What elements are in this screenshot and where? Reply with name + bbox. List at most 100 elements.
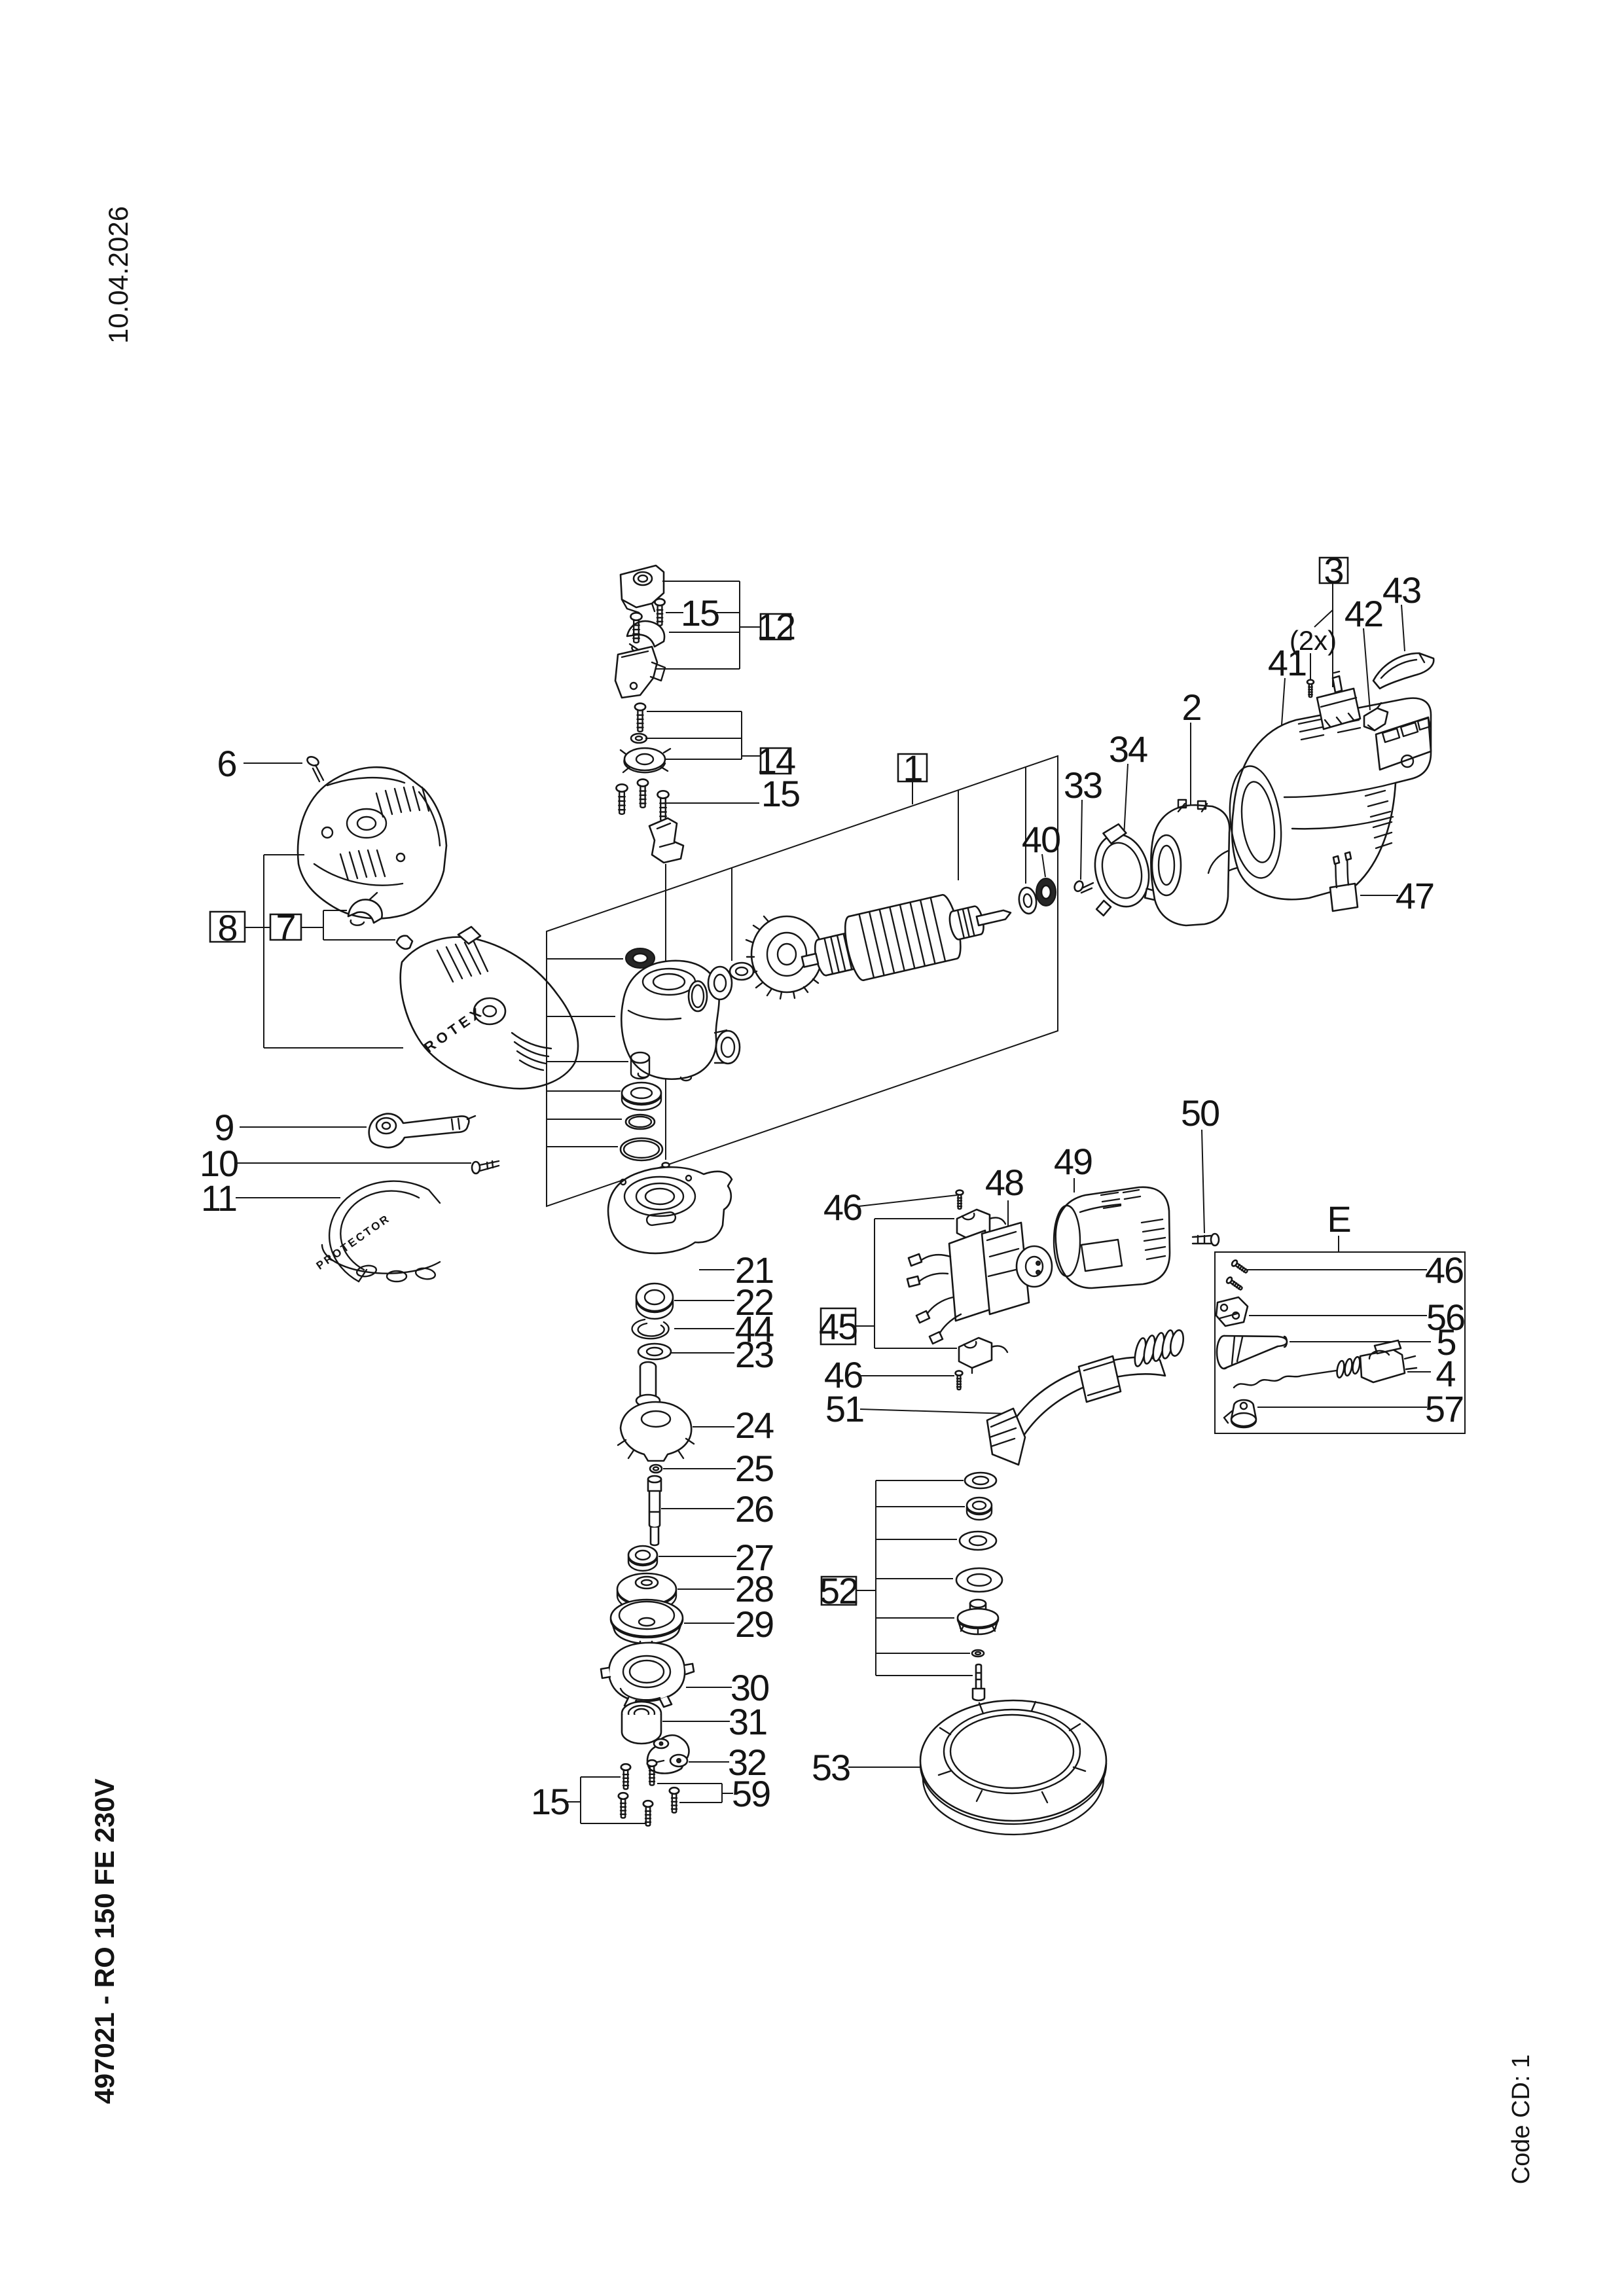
part-44-circlip bbox=[632, 1319, 669, 1338]
part-label-53: 53 bbox=[812, 1747, 850, 1788]
part-48-electronics bbox=[907, 1223, 1052, 1344]
part-label-e-46: 46 bbox=[1425, 1249, 1463, 1291]
part-1-seal-set bbox=[689, 963, 753, 1011]
group-52-leaders bbox=[856, 1480, 973, 1676]
part-41-motor-housing bbox=[1224, 698, 1431, 900]
part-label-51: 51 bbox=[825, 1388, 863, 1429]
group-12-parts bbox=[615, 565, 665, 698]
page-title: 497021 - RO 150 FE 230V bbox=[89, 1778, 120, 2104]
part-30-bearing-flange bbox=[601, 1643, 694, 1708]
part-label-49: 49 bbox=[1054, 1141, 1092, 1182]
part-52-washer-3 bbox=[956, 1568, 1002, 1592]
leader-34 bbox=[1124, 764, 1128, 836]
group-box-14: 14 bbox=[757, 740, 797, 781]
group-59-15-leaders bbox=[564, 1777, 733, 1823]
part-label-10: 10 bbox=[200, 1143, 238, 1184]
part-22-bearing bbox=[636, 1283, 673, 1319]
part-label-40: 40 bbox=[1022, 819, 1060, 860]
part-34-baffle bbox=[1078, 819, 1160, 916]
part-label-48: 48 bbox=[985, 1162, 1023, 1203]
part-label-34: 34 bbox=[1109, 728, 1147, 770]
part-label-6: 6 bbox=[217, 743, 236, 784]
leader-42 bbox=[1363, 628, 1370, 710]
part-label-44: 44 bbox=[735, 1308, 774, 1350]
cap-vents bbox=[1101, 1190, 1165, 1259]
part-label-27: 27 bbox=[735, 1537, 773, 1578]
group-box-45: 45 bbox=[819, 1306, 858, 1347]
part-label-33: 33 bbox=[1064, 764, 1102, 806]
leader-43 bbox=[1401, 605, 1405, 651]
group-box-7: 7 bbox=[270, 906, 301, 948]
leader-2x bbox=[1310, 610, 1333, 679]
leader-46a bbox=[859, 1195, 957, 1206]
group-15-screws bbox=[615, 778, 670, 822]
part-label-9: 9 bbox=[214, 1107, 233, 1148]
part-label-2: 2 bbox=[1182, 687, 1200, 728]
part-e-screws bbox=[1225, 1259, 1250, 1293]
part-upper-housing bbox=[298, 767, 446, 918]
part-label-50: 50 bbox=[1181, 1092, 1219, 1134]
part-label-11: 11 bbox=[201, 1177, 236, 1219]
part-10-screw bbox=[472, 1161, 499, 1174]
part-57-grommet bbox=[1224, 1400, 1256, 1427]
leader-33 bbox=[1081, 800, 1082, 880]
part-1-o-ring bbox=[621, 1138, 662, 1160]
part-label-26: 26 bbox=[735, 1488, 773, 1530]
part-27-bearing bbox=[628, 1546, 657, 1571]
part-52-bearing bbox=[967, 1498, 992, 1520]
part-label-15-mid: 15 bbox=[761, 773, 799, 814]
part-31-bearing-sleeve bbox=[622, 1702, 661, 1744]
part-label-21: 21 bbox=[735, 1249, 773, 1291]
group-box-12: 12 bbox=[757, 606, 796, 647]
page-code: Code CD: 1 bbox=[1507, 2054, 1535, 2185]
part-label-4: 4 bbox=[1435, 1353, 1455, 1394]
part-label-41: 41 bbox=[1268, 642, 1306, 683]
part-21-bearing-housing bbox=[608, 1167, 732, 1253]
part-52-hub bbox=[958, 1600, 998, 1634]
part-51-duct bbox=[987, 1329, 1185, 1465]
part-label-28: 28 bbox=[735, 1568, 773, 1609]
part-label-30: 30 bbox=[731, 1667, 768, 1708]
group-12-leaders bbox=[656, 581, 761, 669]
part-3-switch bbox=[1317, 672, 1360, 729]
housing-vents bbox=[340, 787, 429, 880]
part-52-nut bbox=[972, 1650, 984, 1657]
part-47-capacitor bbox=[1330, 852, 1358, 911]
group-box-3: 3 bbox=[1320, 550, 1348, 591]
group-box-8: 8 bbox=[210, 907, 245, 948]
part-25-o-ring bbox=[650, 1465, 662, 1473]
part-49-motor-cap bbox=[1054, 1187, 1170, 1288]
part-label-42: 42 bbox=[1344, 593, 1382, 634]
part-1-bearing-disc bbox=[622, 1083, 661, 1110]
part-label-43: 43 bbox=[1382, 569, 1420, 611]
rotex-vents bbox=[437, 942, 551, 1070]
group-label-e: E bbox=[1327, 1198, 1350, 1240]
part-53-brake-ring bbox=[920, 1700, 1106, 1835]
quantity-note-2x: (2x) bbox=[1290, 625, 1337, 656]
part-label-57: 57 bbox=[1425, 1388, 1463, 1429]
part-32-eccentric-arm bbox=[647, 1735, 689, 1773]
part-label-32: 32 bbox=[728, 1742, 766, 1783]
part-50-screw bbox=[1193, 1234, 1219, 1246]
part-7-spring bbox=[397, 936, 412, 949]
part-label-22: 22 bbox=[735, 1282, 773, 1323]
boxed-label-8: 8 bbox=[217, 907, 236, 948]
boxed-label-45: 45 bbox=[819, 1306, 857, 1347]
part-42-lock bbox=[1364, 703, 1388, 730]
part-46-screw-bottom bbox=[954, 1370, 964, 1390]
part-56-clamp bbox=[1216, 1297, 1248, 1326]
part-label-46-bottom: 46 bbox=[824, 1354, 862, 1395]
part-33-screw bbox=[1073, 880, 1093, 893]
part-4-power-cord bbox=[1234, 1340, 1416, 1388]
group-e-box bbox=[1215, 1252, 1465, 1433]
part-label-47: 47 bbox=[1396, 875, 1434, 916]
part-45-brush-holder-bottom bbox=[959, 1338, 1007, 1373]
group-14-parts bbox=[621, 702, 670, 773]
part-3-screw bbox=[1307, 679, 1314, 698]
boxed-label-14: 14 bbox=[757, 740, 795, 781]
leader-40 bbox=[1042, 854, 1045, 877]
part-label-29: 29 bbox=[735, 1604, 773, 1645]
part-1-ring bbox=[626, 1115, 655, 1129]
